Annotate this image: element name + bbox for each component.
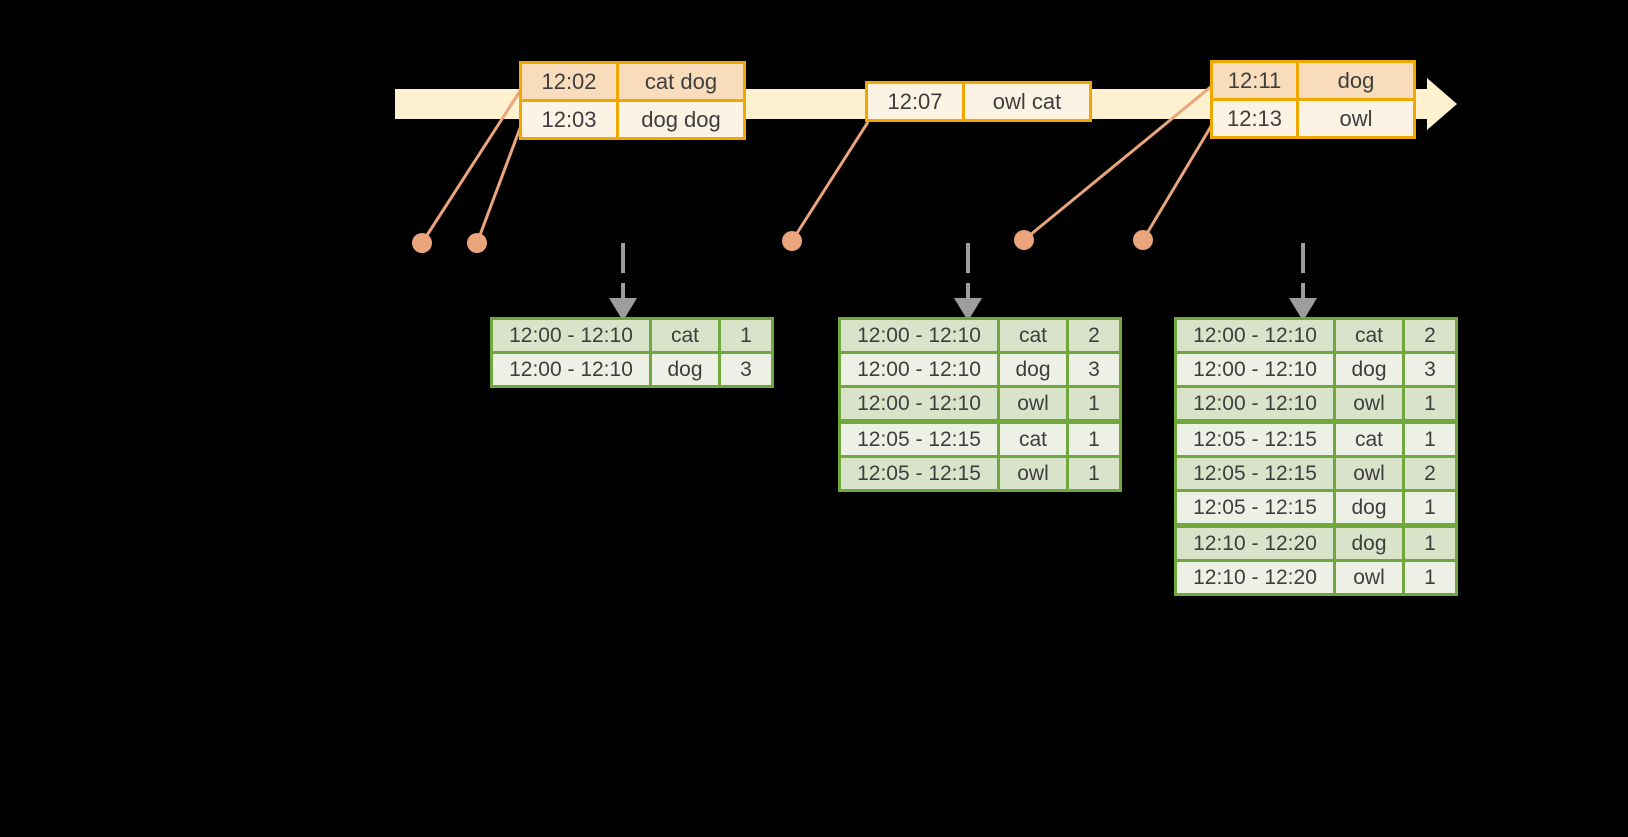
event-connector-line: [475, 122, 524, 244]
result-count-cell: 1: [1402, 385, 1458, 423]
result-word-cell: dog: [1333, 489, 1405, 527]
result-window-cell: 12:00 - 12:10: [838, 317, 1000, 354]
result-window-cell: 12:05 - 12:15: [838, 419, 1000, 458]
trigger-arrowhead-icon: [1289, 298, 1317, 321]
result-count-cell: 1: [1402, 559, 1458, 596]
result-word-cell: dog: [997, 351, 1069, 388]
event-time-cell: 12:03: [519, 99, 619, 140]
result-window-cell: 12:10 - 12:20: [1174, 559, 1336, 596]
result-count-cell: 1: [1402, 523, 1458, 562]
event-dot: [1014, 230, 1034, 250]
trigger-arrowhead-icon: [954, 298, 982, 321]
event-time-cell: 12:11: [1210, 60, 1299, 101]
result-window-cell: 12:10 - 12:20: [1174, 523, 1336, 562]
result-window-cell: 12:05 - 12:15: [838, 455, 1000, 492]
event-time-cell: 12:13: [1210, 98, 1299, 139]
timeline-arrowhead-icon: [1427, 78, 1457, 130]
result-count-cell: 3: [1402, 351, 1458, 388]
event-connector-line: [790, 121, 870, 242]
result-word-cell: owl: [1333, 385, 1405, 423]
result-word-cell: dog: [649, 351, 721, 388]
result-word-cell: dog: [1333, 523, 1405, 562]
result-word-cell: cat: [997, 317, 1069, 354]
result-window-cell: 12:00 - 12:10: [1174, 385, 1336, 423]
event-dot: [782, 231, 802, 251]
event-words-cell: owl cat: [962, 81, 1092, 122]
result-word-cell: owl: [997, 455, 1069, 492]
result-word-cell: cat: [997, 419, 1069, 458]
result-window-cell: 12:00 - 12:10: [490, 317, 652, 354]
result-window-cell: 12:00 - 12:10: [1174, 317, 1336, 354]
result-word-cell: owl: [1333, 455, 1405, 492]
result-window-cell: 12:00 - 12:10: [838, 351, 1000, 388]
result-count-cell: 2: [1402, 455, 1458, 492]
event-connector-line: [420, 87, 524, 244]
event-time-cell: 12:07: [865, 81, 965, 122]
result-count-cell: 1: [1402, 489, 1458, 527]
result-window-cell: 12:05 - 12:15: [1174, 419, 1336, 458]
event-time-cell: 12:02: [519, 61, 619, 102]
event-connector-line: [1023, 83, 1214, 242]
result-count-cell: 1: [718, 317, 774, 354]
result-count-cell: 2: [1066, 317, 1122, 354]
event-words-cell: owl: [1296, 98, 1416, 139]
result-count-cell: 1: [1402, 419, 1458, 458]
trigger-arrowhead-icon: [609, 298, 637, 321]
result-window-cell: 12:00 - 12:10: [490, 351, 652, 388]
result-word-cell: dog: [1333, 351, 1405, 388]
result-word-cell: cat: [1333, 317, 1405, 354]
result-count-cell: 1: [1066, 385, 1122, 423]
result-window-cell: 12:00 - 12:10: [838, 385, 1000, 423]
event-connector-line: [1141, 122, 1215, 241]
event-words-cell: dog: [1296, 60, 1416, 101]
result-word-cell: owl: [1333, 559, 1405, 596]
result-count-cell: 3: [1066, 351, 1122, 388]
result-window-cell: 12:05 - 12:15: [1174, 455, 1336, 492]
event-words-cell: dog dog: [616, 99, 746, 140]
result-count-cell: 1: [1066, 419, 1122, 458]
result-count-cell: 3: [718, 351, 774, 388]
event-dot: [412, 233, 432, 253]
event-dot: [1133, 230, 1153, 250]
event-words-cell: cat dog: [616, 61, 746, 102]
event-dot: [467, 233, 487, 253]
result-window-cell: 12:05 - 12:15: [1174, 489, 1336, 527]
result-window-cell: 12:00 - 12:10: [1174, 351, 1336, 388]
result-word-cell: cat: [1333, 419, 1405, 458]
result-word-cell: cat: [649, 317, 721, 354]
result-count-cell: 1: [1066, 455, 1122, 492]
result-word-cell: owl: [997, 385, 1069, 423]
result-count-cell: 2: [1402, 317, 1458, 354]
